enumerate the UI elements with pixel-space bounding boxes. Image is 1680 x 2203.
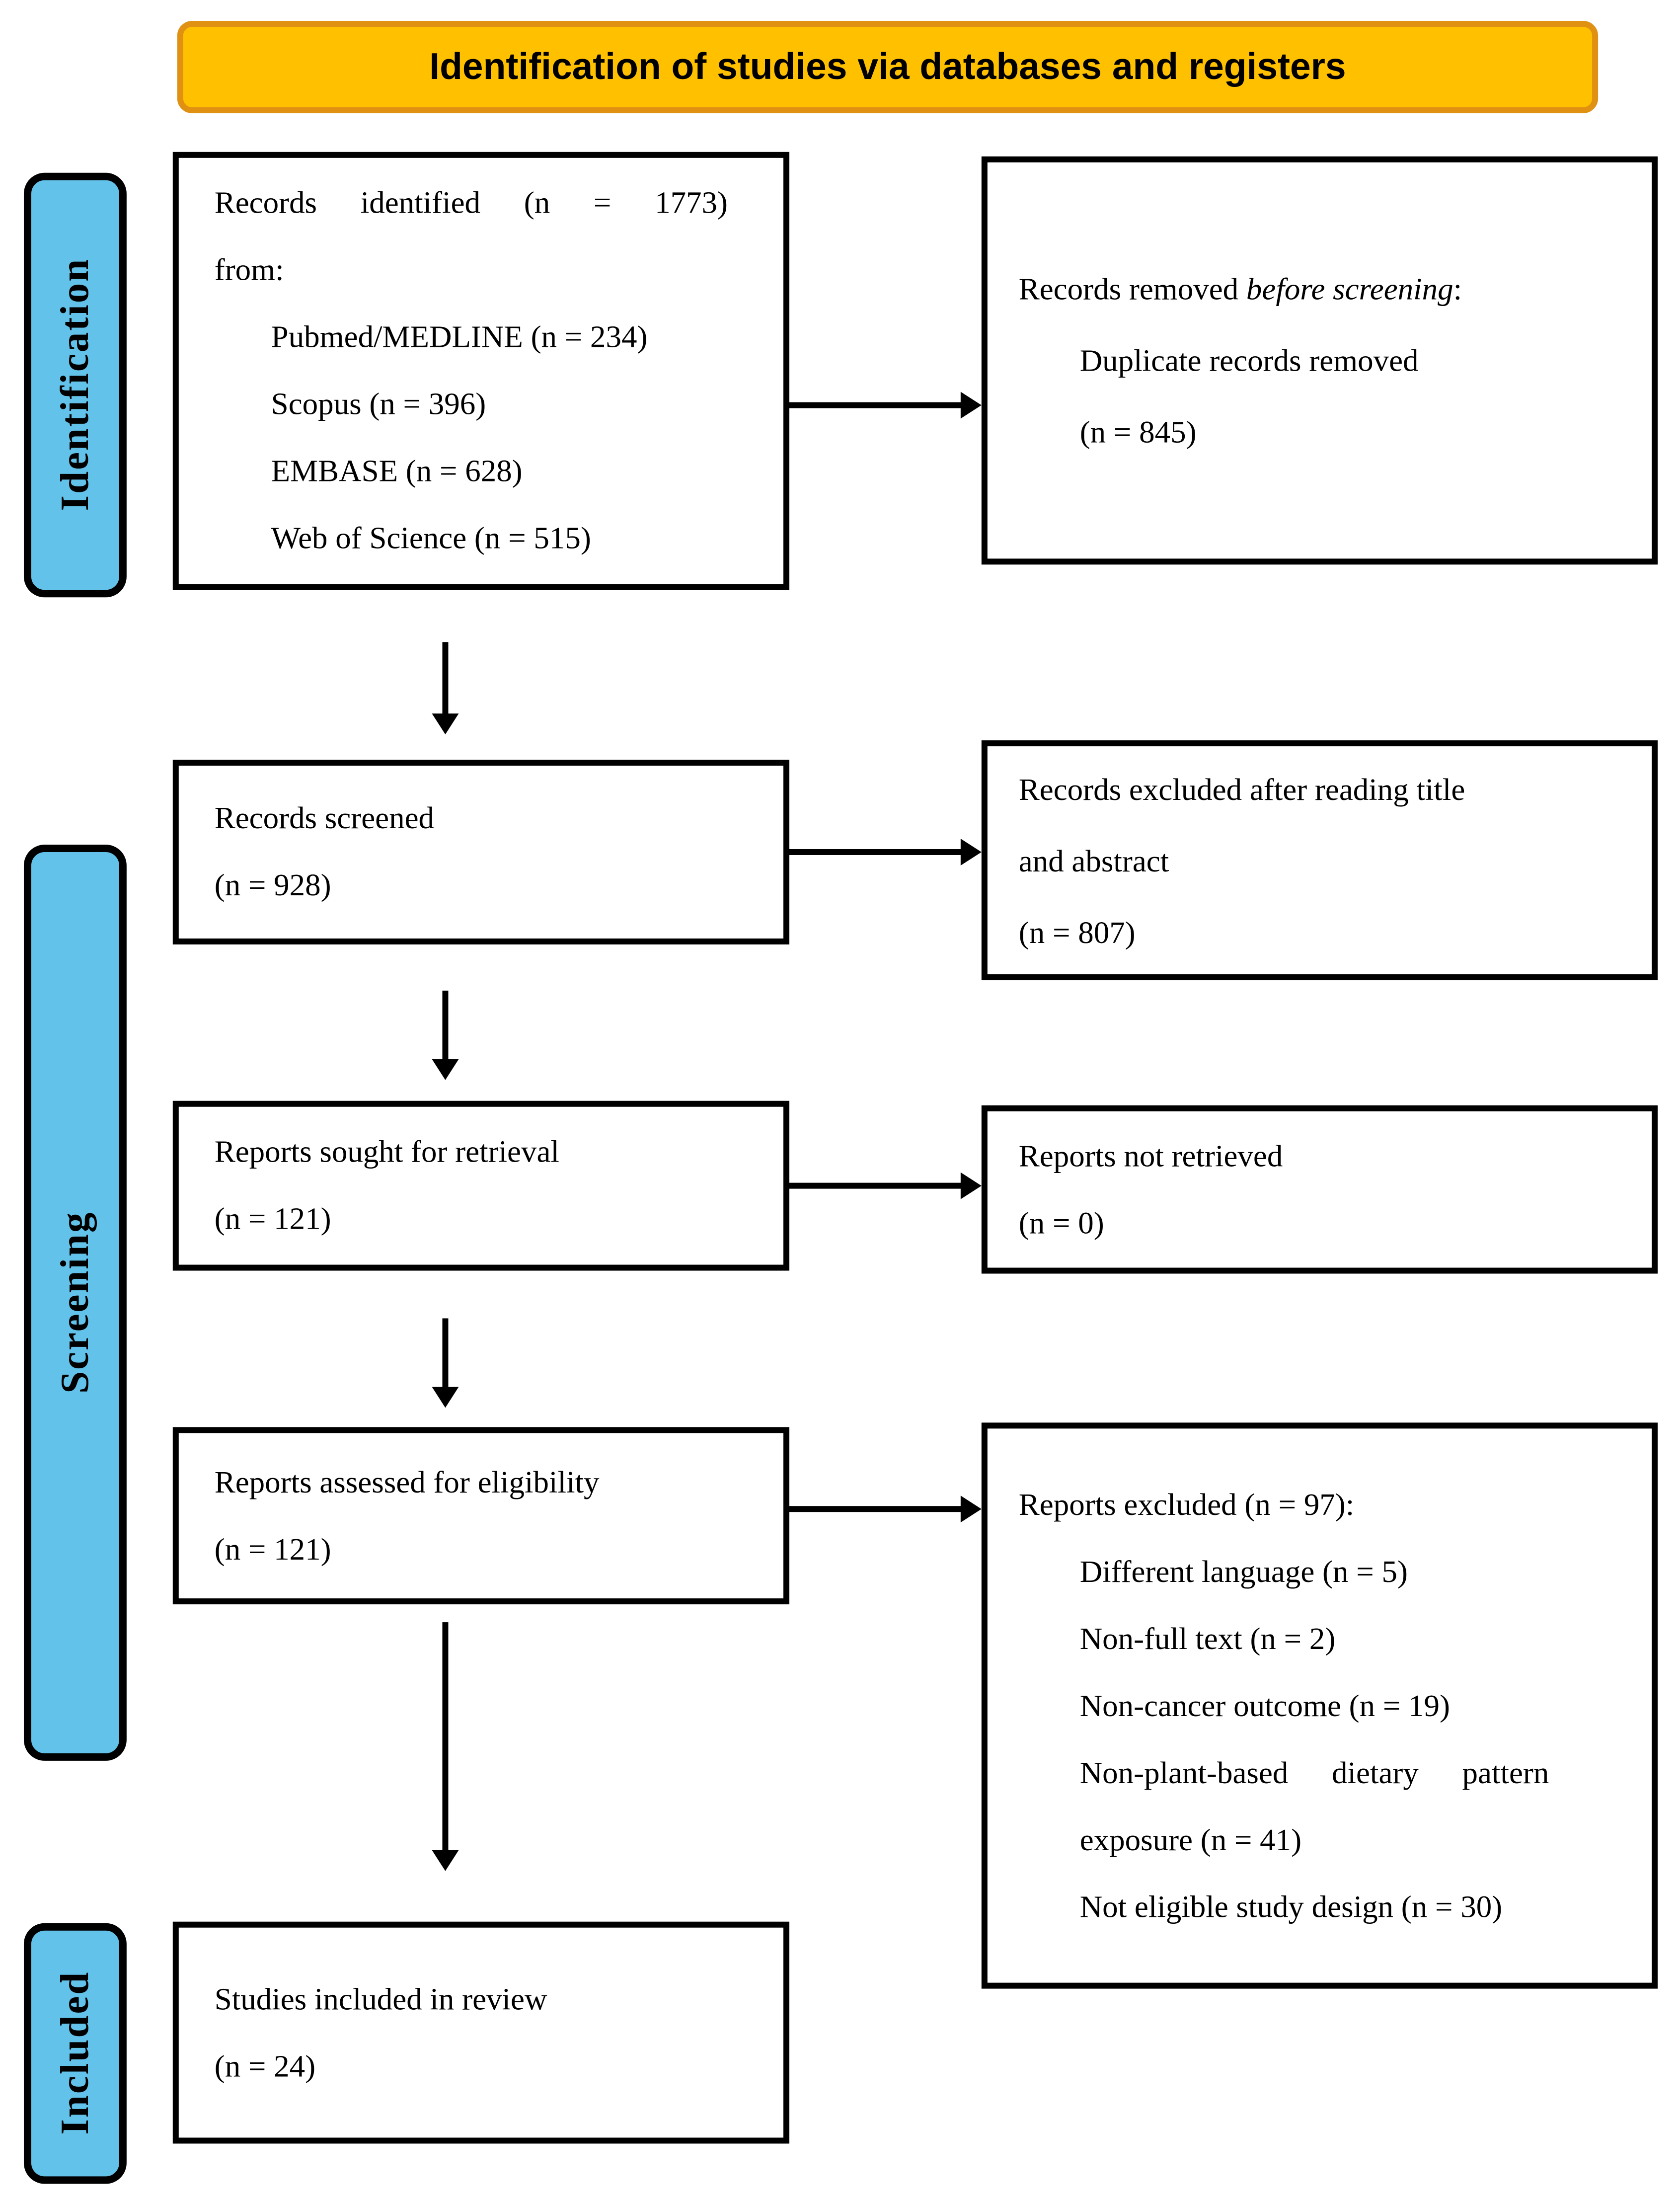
box-records-screened: Records screened (n = 928) — [172, 760, 790, 944]
down-arrowhead-icon — [432, 713, 459, 735]
arrow-identified-to-removed — [786, 392, 982, 419]
right-arrowhead-icon — [960, 839, 982, 865]
arrow-screened-to-excluded — [786, 839, 982, 865]
reports-excluded-reason: exposure (n = 41) — [1079, 1821, 1302, 1857]
records-identified-source: Scopus (n = 396) — [271, 386, 486, 422]
arrow-screened-to-sought — [432, 990, 459, 1080]
reports-excluded-reason: Non-plant-based dietary pattern — [1079, 1754, 1549, 1790]
sidebar-included: Included — [23, 1923, 127, 2184]
arrow-shaft — [786, 1182, 964, 1189]
header-banner: Identification of studies via databases … — [177, 20, 1599, 113]
reports-excluded-reason: Non-cancer outcome (n = 19) — [1079, 1687, 1451, 1723]
arrow-shaft — [786, 1506, 964, 1512]
reports-excluded-reason: Not eligible study design (n = 30) — [1079, 1888, 1503, 1924]
sidebar-screening-label: Screening — [52, 1211, 97, 1394]
sidebar-included-label: Included — [52, 1971, 97, 2136]
records-removed-label: Records removed before screening: — [1018, 271, 1462, 307]
arrow-shaft — [442, 642, 449, 715]
reports-assessed-count: (n = 121) — [214, 1530, 331, 1567]
arrow-shaft — [786, 402, 964, 408]
right-arrowhead-icon — [960, 1172, 982, 1199]
records-excluded-label: Records excluded after reading title — [1018, 771, 1465, 807]
records-identified-source: Pubmed/MEDLINE (n = 234) — [271, 318, 648, 355]
right-arrowhead-icon — [960, 392, 982, 419]
arrow-sought-to-assessed — [432, 1318, 459, 1408]
arrow-shaft — [442, 990, 449, 1061]
records-identified-line: Records identified (n = 1773) — [214, 184, 728, 221]
box-reports-sought: Reports sought for retrieval (n = 121) — [172, 1101, 790, 1271]
studies-included-label: Studies included in review — [214, 1980, 547, 2017]
box-reports-not-retrieved: Reports not retrieved (n = 0) — [981, 1105, 1658, 1274]
reports-not-retrieved-label: Reports not retrieved — [1018, 1137, 1283, 1174]
header-title: Identification of studies via databases … — [429, 45, 1346, 87]
right-arrowhead-icon — [960, 1495, 982, 1523]
records-identified-source: Web of Science (n = 515) — [271, 520, 591, 556]
reports-excluded-reason: Different language (n = 5) — [1079, 1553, 1408, 1589]
down-arrowhead-icon — [432, 1059, 459, 1080]
box-reports-excluded: Reports excluded (n = 97): Different lan… — [981, 1422, 1658, 1989]
box-studies-included: Studies included in review (n = 24) — [172, 1921, 790, 2144]
sidebar-identification-label: Identification — [52, 258, 97, 512]
records-screened-label: Records screened — [214, 800, 435, 836]
reports-sought-count: (n = 121) — [214, 1200, 331, 1237]
arrow-identified-to-screened — [432, 642, 459, 735]
records-removed-italic: before screening — [1246, 271, 1453, 307]
reports-sought-label: Reports sought for retrieval — [214, 1133, 559, 1170]
arrow-sought-to-not-retrieved — [786, 1172, 982, 1199]
records-removed-count: (n = 845) — [1079, 414, 1197, 450]
studies-included-count: (n = 24) — [214, 2047, 316, 2084]
arrow-shaft — [442, 1622, 449, 1852]
arrow-assessed-to-reports-excluded — [786, 1495, 982, 1523]
down-arrowhead-icon — [432, 1850, 459, 1871]
reports-not-retrieved-count: (n = 0) — [1018, 1204, 1104, 1241]
records-excluded-count: (n = 807) — [1018, 914, 1136, 950]
reports-excluded-label: Reports excluded (n = 97): — [1018, 1486, 1355, 1522]
records-excluded-label: and abstract — [1018, 842, 1169, 878]
down-arrowhead-icon — [432, 1387, 459, 1408]
reports-assessed-label: Reports assessed for eligibility — [214, 1463, 600, 1499]
reports-excluded-reason: Non-full text (n = 2) — [1079, 1620, 1336, 1656]
sidebar-screening: Screening — [23, 844, 127, 1761]
box-records-removed: Records removed before screening: Duplic… — [981, 156, 1658, 565]
box-records-excluded: Records excluded after reading title and… — [981, 740, 1658, 980]
records-identified-source: EMBASE (n = 628) — [271, 453, 523, 489]
arrow-shaft — [786, 849, 964, 855]
sidebar-identification: Identification — [23, 172, 127, 598]
arrow-shaft — [442, 1318, 449, 1389]
records-screened-count: (n = 928) — [214, 866, 331, 903]
records-identified-line: from: — [214, 251, 284, 288]
box-reports-assessed: Reports assessed for eligibility (n = 12… — [172, 1427, 790, 1605]
records-removed-reason: Duplicate records removed — [1079, 342, 1419, 379]
box-records-identified: Records identified (n = 1773) from: Pubm… — [172, 152, 790, 590]
arrow-assessed-to-included — [432, 1622, 459, 1871]
